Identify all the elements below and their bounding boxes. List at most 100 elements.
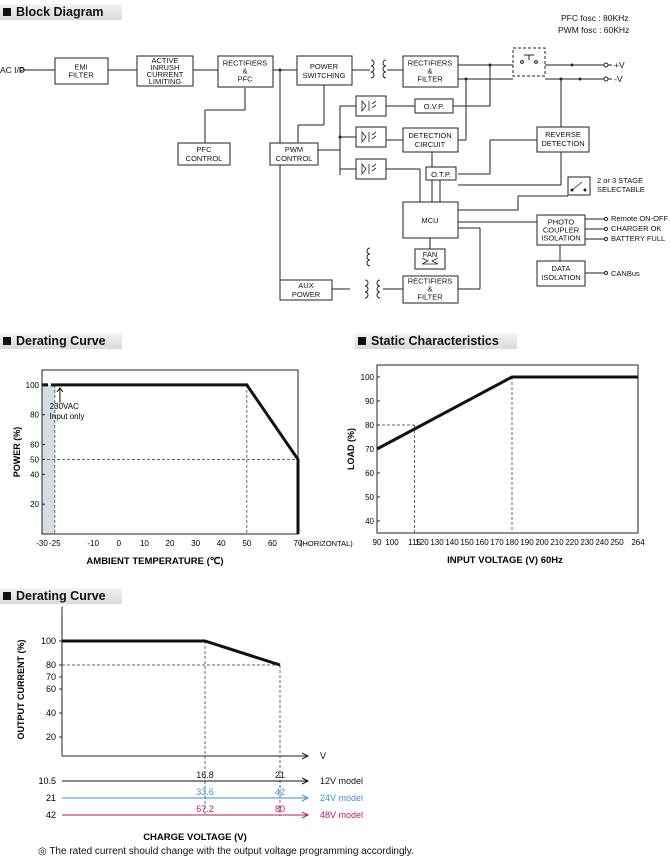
pfc-control-box <box>177 142 231 166</box>
x-tick-label: 130 <box>430 538 444 547</box>
block-diagram-title-text: Block Diagram <box>16 5 104 19</box>
y-tick-label: 40 <box>30 470 39 479</box>
detection-circuit-box <box>402 127 459 153</box>
y-axis-label: LOAD (%) <box>346 428 356 470</box>
fan-icon <box>421 257 439 265</box>
x-tick-label: 120 <box>415 538 429 547</box>
x-tick-label: 170 <box>490 538 504 547</box>
otp-label: O.T.P. <box>431 170 451 179</box>
pwm-fosc-label: PWM fosc : 60KHz <box>558 25 629 35</box>
x-axis-label: AMBIENT TEMPERATURE (℃) <box>86 556 223 567</box>
y-tick-label: 20 <box>30 500 39 509</box>
y-unit-label: I <box>61 605 64 615</box>
x-axis-label: INPUT VOLTAGE (V) 60Hz <box>447 555 563 566</box>
aux-power-box <box>279 279 333 301</box>
x-tick-label: 100 <box>385 538 399 547</box>
derating2-title: Derating Curve <box>0 588 122 604</box>
x-tick-label: 200 <box>535 538 549 547</box>
model-end-label: 21 <box>275 770 285 780</box>
derating2-title-text: Derating Curve <box>16 589 106 603</box>
photo-coupler-box <box>536 214 586 246</box>
y-tick-label: 50 <box>30 455 39 464</box>
static-title: Static Characteristics <box>355 333 517 349</box>
y-axis-label: OUTPUT CURRENT (%) <box>16 640 26 740</box>
fan-label: FAN <box>423 250 438 259</box>
mcu-label: MCU <box>421 216 438 225</box>
x-tick-label: -10 <box>87 539 99 548</box>
y-tick-label: 60 <box>30 441 39 450</box>
y-tick-label: 60 <box>46 684 56 694</box>
stage-switch-box <box>567 176 591 196</box>
model-name-label: 24V model <box>320 793 363 803</box>
y-tick-label: 20 <box>46 732 56 742</box>
plot-frame <box>41 369 299 535</box>
y-tick-label: 40 <box>46 708 56 718</box>
reverse-detection-box <box>536 126 590 153</box>
x-tick-label: 250 <box>610 538 624 547</box>
plot-frame <box>376 364 639 534</box>
bullet-square-icon <box>3 337 11 345</box>
x-tick-label: 230 <box>580 538 594 547</box>
x-tick-label: 20 <box>166 539 175 548</box>
minus-v-label: -V <box>614 74 623 84</box>
x-unit-note: (HORIZONTAL) <box>300 539 353 548</box>
arrow-right-icon <box>301 752 310 760</box>
y-tick-label: 80 <box>365 421 374 430</box>
annotation-text: Input only <box>50 412 85 421</box>
switch-icon <box>571 181 583 191</box>
series-line <box>376 375 638 451</box>
y-tick-label: 100 <box>26 381 40 390</box>
arrow-right-icon <box>301 777 310 785</box>
model-mid-label: 67.2 <box>196 804 214 814</box>
opto1-box <box>355 95 387 117</box>
canbus-label: CANBus <box>611 269 640 278</box>
x-tick-label: 140 <box>445 538 459 547</box>
y-tick-label: 70 <box>365 445 374 454</box>
series-line <box>62 639 281 667</box>
optocoupler-icon <box>361 99 377 113</box>
annotation-text: 230VAC <box>50 402 79 411</box>
x-tick-label: 180 <box>505 538 519 547</box>
power-switching-box <box>296 55 353 86</box>
rectifiers-pfc-box <box>217 55 274 88</box>
static-title-text: Static Characteristics <box>371 334 499 348</box>
rect-filter-label: RECTIFIERS&FILTER <box>408 59 453 84</box>
model-end-label: 42 <box>275 787 285 797</box>
mcu-box <box>402 201 459 239</box>
rectifiers-filter-box <box>402 55 459 88</box>
arrow-right-icon <box>301 811 310 819</box>
x-tick-label: 240 <box>595 538 609 547</box>
y-tick-label: 80 <box>30 411 39 420</box>
y-axis-label: POWER (%) <box>12 427 22 478</box>
y-tick-label: 40 <box>365 517 374 526</box>
model-start-label: 21 <box>46 793 56 803</box>
optocoupler-icon <box>361 162 377 176</box>
bullet-square-icon <box>358 337 366 345</box>
model-start-label: 10.5 <box>38 776 56 786</box>
x-tick-label: 40 <box>217 539 226 548</box>
charger-ok-label: CHARGER OK <box>611 224 661 233</box>
model-name-label: 12V model <box>320 776 363 786</box>
derating1-title-text: Derating Curve <box>16 334 106 348</box>
arrow-right-icon <box>301 794 310 802</box>
otp-box <box>425 166 457 181</box>
model-mid-label: 16.8 <box>196 770 214 780</box>
x-tick-label: 30 <box>191 539 200 548</box>
opto3-box <box>355 158 387 180</box>
plus-v-label: +V <box>614 60 625 70</box>
emi-filter-box <box>54 57 109 85</box>
x-tick-label: 210 <box>550 538 564 547</box>
y-tick-label: 50 <box>365 493 374 502</box>
bullet-square-icon <box>3 8 11 16</box>
